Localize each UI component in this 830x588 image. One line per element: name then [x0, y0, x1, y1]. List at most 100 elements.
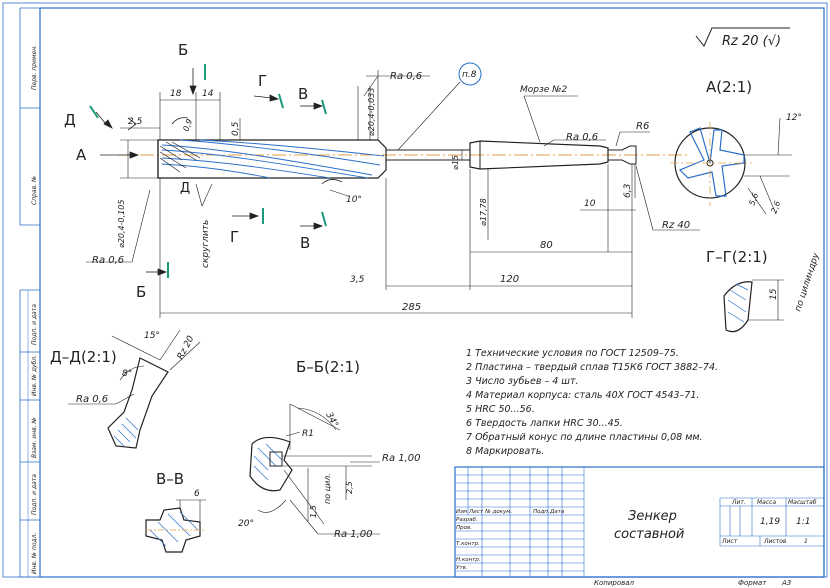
- general-roughness-text: Rz 20 (√): [722, 34, 781, 49]
- section-BB-r1: R1: [302, 429, 314, 439]
- dim-285: 285: [402, 302, 421, 313]
- dim-6-3: 6,3: [623, 183, 633, 198]
- general-roughness-mark: Rz 20 (√): [695, 27, 790, 49]
- section-BB-angle34: 34°: [323, 411, 339, 430]
- section-DD: Д–Д(2:1) 15° 8° Rz 20 Ra 0,6: [50, 329, 201, 449]
- label-D-top: Д: [64, 111, 76, 129]
- tb-row-prov: Пров.: [456, 525, 472, 531]
- label-B-bottom: Б: [136, 283, 146, 301]
- section-VV-d6: 6: [194, 489, 200, 499]
- section-DD-ra06: Ra 0,6: [76, 394, 108, 405]
- radius-r6: R6: [636, 121, 649, 132]
- section-VV-title: В–В: [156, 470, 184, 488]
- dim-3-5: 3,5: [350, 275, 365, 285]
- tb-masshtab-label: Масштаб: [788, 499, 817, 506]
- label-G-bottom: Г: [230, 228, 239, 246]
- label-G-top: Г: [258, 72, 267, 90]
- sheet-frame: [2, 2, 828, 578]
- section-DD-angle8: 8°: [122, 369, 132, 379]
- tb-col-list: Лист: [468, 509, 484, 515]
- dim-18: 18: [170, 89, 182, 99]
- tb-col-izm: Изм: [456, 509, 467, 515]
- tb-lit-label: Лит.: [731, 499, 746, 506]
- section-BB-note: по цил.: [323, 473, 332, 504]
- rz-40: Rz 40: [662, 220, 690, 231]
- note-ref-p8: п.8: [462, 70, 477, 80]
- tb-listov-value: 1: [804, 538, 808, 545]
- side-strip-labels: Перв. примен. Справ. № Подп. и дата Инв.…: [31, 45, 38, 574]
- label-B-top: Б: [178, 41, 188, 59]
- dim-dia-15: ⌀15: [451, 155, 460, 170]
- dim-80: 80: [540, 240, 553, 251]
- section-BB-d25: 2,5: [345, 481, 354, 494]
- section-GG: Г–Г(2:1) 15 по цилиндру: [706, 248, 822, 333]
- dim-10: 10: [584, 199, 596, 209]
- section-DD-angle15: 15°: [144, 331, 160, 341]
- main-view: A Д Д Б Б Г Г В В: [64, 41, 700, 318]
- label-A-arrow: A: [76, 146, 87, 164]
- note-1: 1 Технические условия по ГОСТ 12509–75.: [466, 348, 679, 359]
- tb-listov-label: Листов: [763, 538, 787, 545]
- tb-col-data: Дата: [549, 509, 565, 515]
- note-6: 6 Твердость лапки HRC 30...45.: [466, 418, 623, 429]
- dim-2-5: 2,5: [128, 117, 143, 127]
- dim-dia-17-78: ⌀17,78: [479, 198, 488, 226]
- ra-top: Ra 0,6: [390, 71, 422, 82]
- format-value: A3: [781, 579, 791, 587]
- tb-list-label: Лист: [721, 538, 738, 545]
- strip-label-vzam: Взам. инв. №: [31, 417, 38, 458]
- tb-col-ndok: № докум.: [484, 509, 512, 515]
- note-7: 7 Обратный конус по длине пластины 0,08 …: [466, 432, 703, 443]
- strip-label-podl: Инв. № подл.: [31, 533, 38, 574]
- tb-name-line2: составной: [614, 527, 684, 542]
- tb-row-nkontr: Н.контр.: [456, 557, 481, 563]
- view-A: А(2:1) 12° 5,6 2,6: [670, 78, 802, 215]
- tb-masshtab-value: 1:1: [796, 517, 810, 527]
- note-3: 3 Число зубьев – 4 шт.: [466, 376, 579, 387]
- label-V-bottom: В: [300, 234, 310, 252]
- section-BB: Б–Б(2:1) R1 34° 20° Ra 1,00 Ra: [238, 358, 421, 540]
- tb-col-podp: Подп.: [533, 509, 550, 515]
- ra-shank: Ra 0,6: [566, 132, 598, 143]
- dim-14: 14: [202, 89, 214, 99]
- morse-label: Морзе №2: [520, 85, 568, 95]
- section-VV: В–В 6: [145, 470, 206, 553]
- section-BB-angle20: 20°: [238, 519, 254, 529]
- dim-dia-body: ⌀20,4-0,033: [367, 88, 376, 136]
- dim-0-5: 0,5: [231, 121, 241, 136]
- note-5: 5 HRC 50...56.: [466, 404, 535, 415]
- section-BB-title: Б–Б(2:1): [296, 358, 360, 376]
- strip-label-perv: Перв. примен.: [31, 45, 38, 90]
- note-4: 4 Материал корпуса: сталь 40Х ГОСТ 4543–…: [466, 390, 699, 401]
- note-2: 2 Пластина – твердый сплав Т15К6 ГОСТ 38…: [466, 362, 718, 373]
- tb-row-razrab: Разраб.: [456, 517, 478, 523]
- copied-label: Копировал: [594, 579, 635, 587]
- view-A-title: А(2:1): [706, 78, 752, 96]
- dim-120: 120: [500, 274, 519, 285]
- section-GG-title: Г–Г(2:1): [706, 248, 768, 266]
- label-V-top: В: [298, 85, 308, 103]
- format-label: Формат: [738, 579, 767, 587]
- section-BB-d15: 1,5: [309, 505, 318, 518]
- strip-label-dubl: Инв. № дубл.: [31, 355, 38, 396]
- section-GG-d15: 15: [769, 288, 779, 300]
- tb-row-tkontr: Т.контр.: [456, 541, 480, 547]
- tb-row-utv: Утв.: [456, 565, 468, 571]
- view-A-angle: 12°: [786, 113, 802, 123]
- strip-label-podp2: Подп. и дата: [31, 474, 38, 515]
- note-8: 8 Маркировать.: [466, 446, 544, 457]
- dim-dia-left: ⌀20,4-0,105: [117, 200, 126, 248]
- section-BB-ra100a: Ra 1,00: [382, 453, 421, 464]
- title-block-headers: Изм Лист № докум. Подп. Дата Разраб. Про…: [456, 509, 565, 571]
- strip-label-sprav: Справ. №: [31, 176, 38, 205]
- technical-notes: 1 Технические условия по ГОСТ 12509–75. …: [466, 348, 718, 457]
- angle-10: 10°: [346, 195, 362, 205]
- ra-left: Ra 0,6: [92, 255, 124, 266]
- title-block: Изм Лист № докум. Подп. Дата Разраб. Про…: [454, 466, 825, 578]
- dim-0-9: 0,9: [181, 118, 194, 133]
- strip-label-podp1: Подп. и дата: [31, 304, 38, 345]
- tb-name-line1: Зенкер: [628, 509, 677, 524]
- section-BB-ra100b: Ra 1,00: [334, 529, 373, 540]
- view-A-d26: 2,6: [769, 200, 782, 215]
